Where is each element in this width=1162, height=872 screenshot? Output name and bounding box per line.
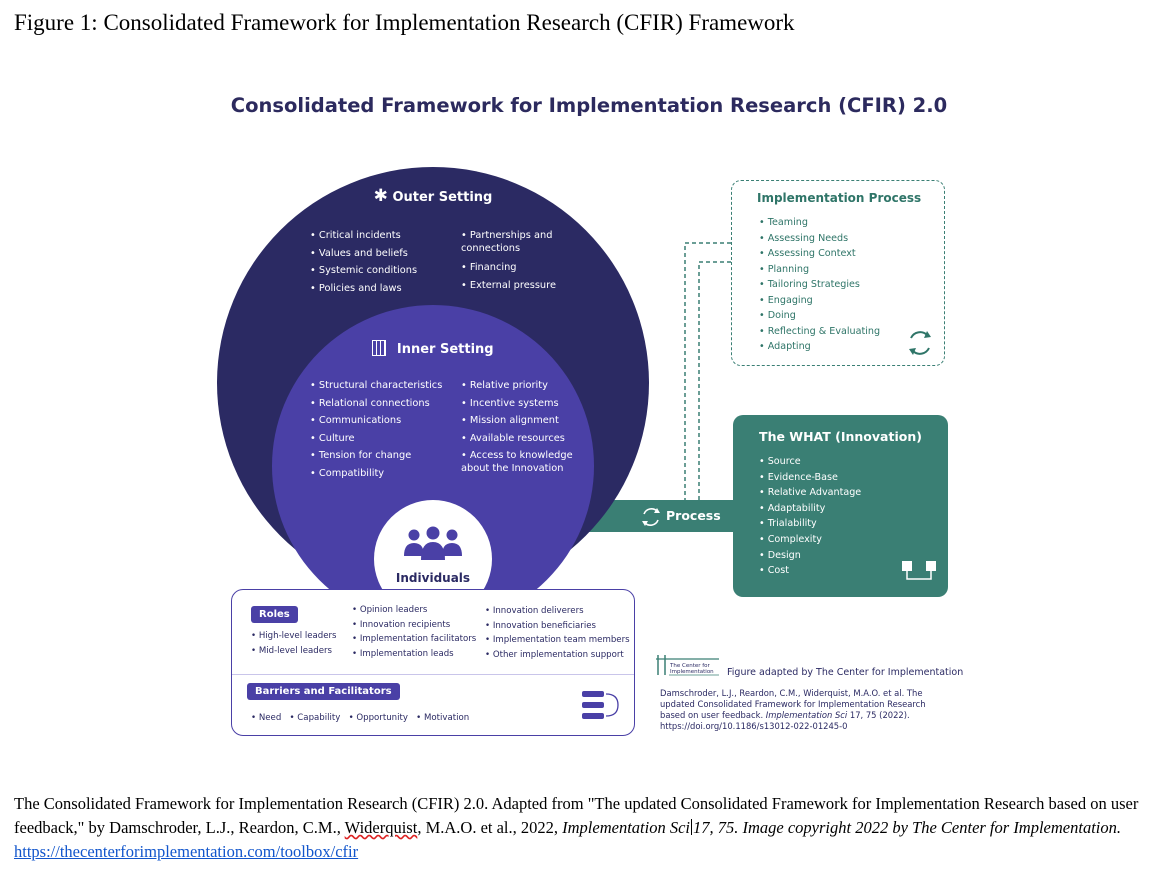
- individuals-heading: Individuals: [395, 571, 471, 585]
- list-item: • Adapting: [759, 341, 811, 352]
- list-item: • Need: [251, 713, 282, 723]
- adapted-by: Figure adapted by The Center for Impleme…: [727, 667, 964, 678]
- list-item: • Doing: [759, 310, 796, 321]
- list-item: • Design: [759, 549, 801, 561]
- figure-caption: Figure 1: Consolidated Framework for Imp…: [14, 10, 795, 35]
- implementation-process-heading: Implementation Process: [757, 191, 922, 205]
- list-item: • Tailoring Strategies: [759, 279, 860, 290]
- list-item: • Implementation leads: [352, 648, 454, 659]
- list-item: • Innovation deliverers: [485, 606, 584, 616]
- list-item: • Capability: [289, 713, 341, 723]
- list-item: • Critical incidents: [310, 230, 401, 241]
- list-item: • Policies and laws: [310, 282, 402, 294]
- list-item: • Mission alignment: [461, 415, 559, 426]
- innovation-icon: [902, 561, 936, 580]
- logo-text: The Center for Implementation: [670, 663, 714, 675]
- list-item: • Source: [759, 456, 801, 467]
- building-icon: [372, 340, 387, 356]
- text-cursor: [690, 819, 692, 835]
- barriers-pill: Barriers and Facilitators: [247, 683, 400, 700]
- list-item: • Trialability: [759, 518, 817, 530]
- inner-setting-heading: Inner Setting: [272, 340, 594, 357]
- roles-list: • High-level leaders • Mid-level leaders: [251, 629, 337, 658]
- list-item: • Reflecting & Evaluating: [759, 325, 881, 337]
- roles-pill: Roles: [251, 606, 298, 623]
- list-item: • High-level leaders: [251, 631, 337, 641]
- inner-setting-right-list: • Relative priority • Incentive systems …: [461, 377, 579, 475]
- list-item: • Evidence-Base: [759, 471, 838, 483]
- inner-setting-left-list: • Structural characteristics • Relationa…: [310, 377, 442, 482]
- innovation-heading: The WHAT (Innovation): [759, 429, 922, 444]
- individuals-roles-box: [231, 589, 635, 736]
- barriers-icon: [582, 691, 619, 719]
- list-item: • Available resources: [461, 432, 565, 444]
- diagram-title: Consolidated Framework for Implementatio…: [230, 94, 948, 117]
- list-item: • Compatibility: [310, 467, 385, 479]
- list-item: • Implementation facilitators: [352, 634, 477, 644]
- outer-setting-heading: ✱ Outer Setting: [373, 186, 493, 206]
- center-for-implementation-logo: [656, 655, 719, 676]
- list-item: • Assessing Context: [759, 248, 856, 259]
- roles-col2-list: • Opinion leaders • Innovation recipient…: [352, 603, 476, 661]
- list-item: • Financing: [461, 262, 517, 273]
- list-item: • Tension for change: [310, 450, 412, 461]
- list-item: • Mid-level leaders: [251, 645, 333, 656]
- list-item: • Access to knowledge about the Innovati…: [461, 450, 573, 474]
- list-item: • Planning: [759, 263, 810, 275]
- outer-setting-right-list: • Partnerships and connections • Financi…: [461, 229, 576, 294]
- list-item: • Complexity: [759, 533, 822, 545]
- innovation-box: [733, 415, 948, 597]
- list-item: • Motivation: [416, 713, 470, 723]
- barriers-list: • Need • Capability • Opportunity • Moti…: [251, 711, 469, 726]
- bottom-caption: The Consolidated Framework for Implement…: [14, 794, 1139, 861]
- list-item: • Engaging: [759, 294, 813, 306]
- list-item: • Incentive systems: [461, 397, 559, 409]
- process-label: Process: [666, 508, 721, 523]
- roles-col3-list: • Innovation deliverers • Innovation ben…: [485, 604, 630, 662]
- list-item: • Communications: [310, 415, 402, 426]
- list-item: • Relative priority: [461, 380, 548, 391]
- list-item: • Opportunity: [348, 713, 408, 723]
- list-item: • Assessing Needs: [759, 232, 849, 244]
- people-icon: [404, 526, 462, 560]
- list-item: • Teaming: [759, 217, 808, 228]
- citation: Damschroder, L.J., Reardon, C.M., Widerq…: [660, 688, 926, 731]
- asterisk-icon: ✱: [373, 186, 388, 206]
- innovation-list: • Source • Evidence-Base • Relative Adva…: [759, 454, 861, 579]
- list-item: • Partnerships and connections: [461, 230, 553, 254]
- implementation-process-box: [731, 180, 945, 366]
- list-item: • Relational connections: [310, 397, 430, 409]
- outer-setting-left-list: • Critical incidents • Values and belief…: [310, 227, 417, 297]
- list-item: • Other implementation support: [485, 649, 624, 660]
- list-item: • Adaptability: [759, 502, 826, 514]
- cfir-toolbox-link[interactable]: https://thecenterforimplementation.com/t…: [14, 842, 359, 861]
- list-item: • Values and beliefs: [310, 247, 408, 259]
- list-item: • Culture: [310, 432, 355, 444]
- process-cycle-icon: [642, 508, 660, 526]
- list-item: • Systemic conditions: [310, 265, 418, 276]
- implementation-process-list: • Teaming • Assessing Needs • Assessing …: [759, 215, 880, 355]
- list-item: • Structural characteristics: [310, 380, 443, 391]
- divider: [232, 674, 634, 675]
- list-item: • External pressure: [461, 279, 556, 291]
- list-item: • Innovation recipients: [352, 619, 451, 630]
- cycle-icon: [909, 331, 931, 355]
- list-item: • Implementation team members: [485, 635, 630, 645]
- list-item: • Relative Advantage: [759, 487, 862, 499]
- list-item: • Innovation beneficiaries: [485, 620, 596, 631]
- list-item: • Opinion leaders: [352, 605, 428, 615]
- list-item: • Cost: [759, 565, 790, 577]
